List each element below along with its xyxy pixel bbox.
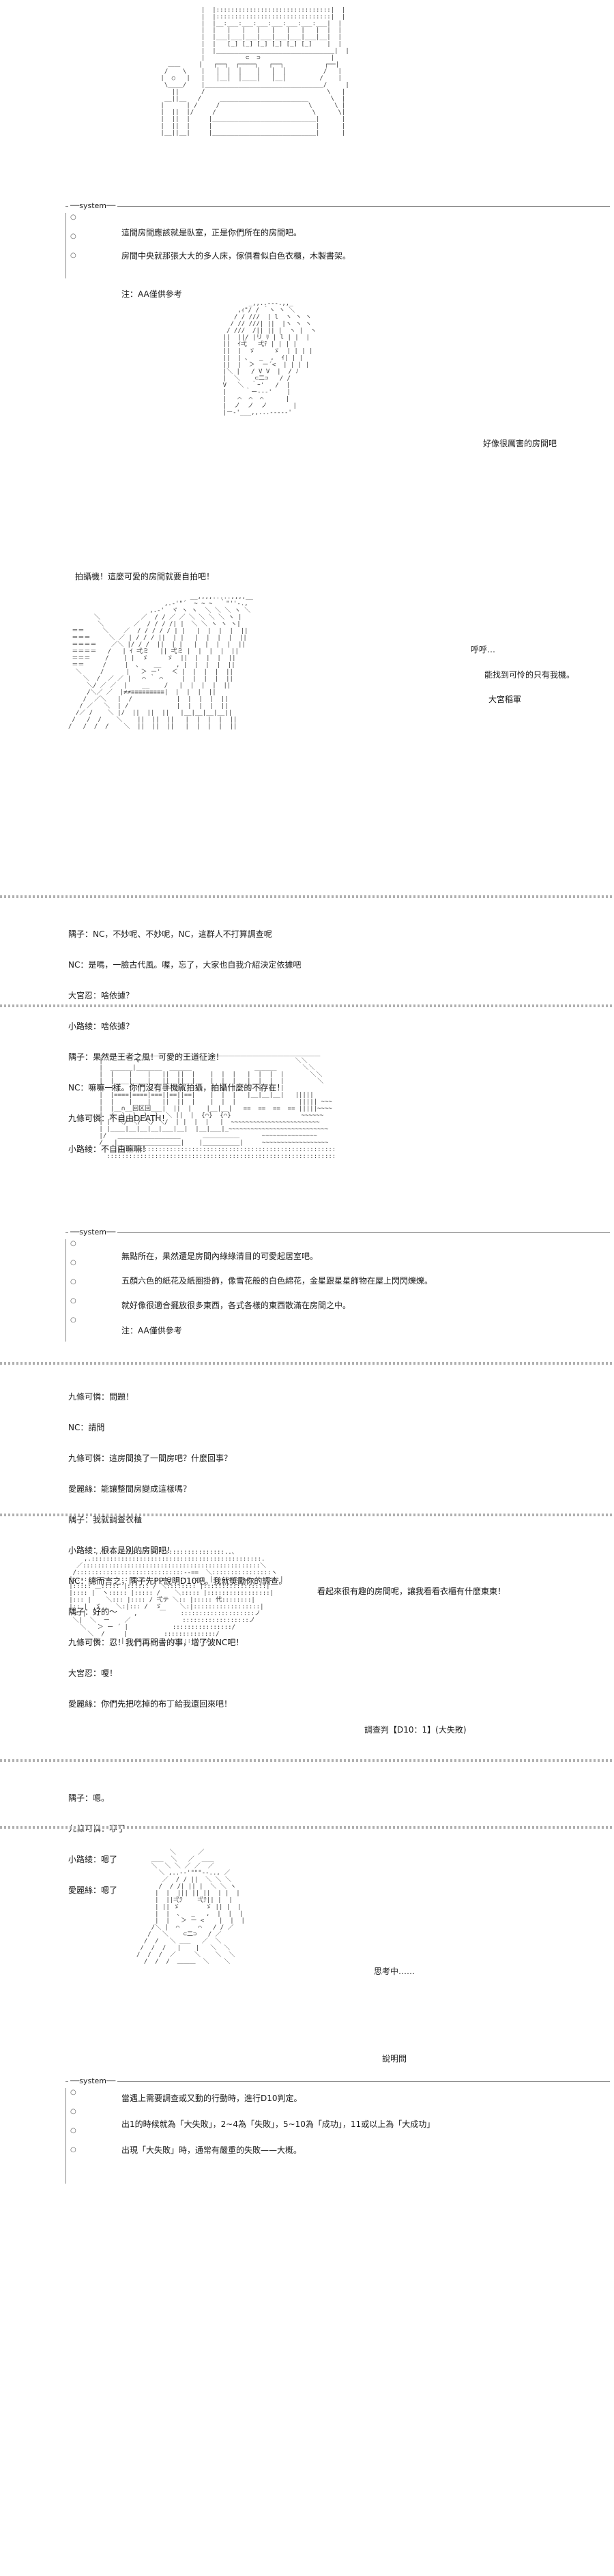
dialog-line: 愛麗絲：你們先把吃掉的布丁給我還回來吧！: [68, 1699, 233, 1709]
system-line: 五顏六色的紙花及紙圈掛飾，像雪花般的白色綿花，金星跟星星飾物在屋上閃閃爍爍。: [121, 1276, 433, 1286]
section-divider: [0, 1514, 614, 1516]
system-line: 出現「大失敗」時，通常有嚴重的失敗——大概。: [121, 2145, 302, 2155]
ascii-art-character-4: ＼ ／ ＿＿ ＼ ／ ＿＿ ＼ ＼ ＼ ／ ／ ／ ＼ ,..--'"""--.…: [136, 1849, 245, 1965]
system-line: 這間房間應該就是臥室，正是你們所在的房間吧。: [121, 228, 302, 237]
caption-sfx: 呼呼…: [471, 645, 496, 654]
section-divider: [0, 1759, 614, 1762]
dialog-line: 隅子：果然是王者之風！可愛的王道征途！: [68, 1052, 224, 1062]
system-line: 當遇上需要調查或又動的行動時，進行D10判定。: [121, 2094, 302, 2103]
row-marker: ○: [70, 1240, 76, 1247]
system-side-markers: ○ ○ ○ ○ ○: [65, 1239, 76, 1342]
system-side-markers: ○ ○ ○ ○: [65, 2088, 76, 2184]
row-marker: ○: [70, 2089, 76, 2096]
dialog-line: 小路綾：嗯了: [68, 1855, 118, 1864]
dialog-line: 九條可憐：這房間換了一間房吧？什麼回事？: [68, 1453, 233, 1463]
caption-inner: 能找到可怜的只有我機。: [484, 670, 575, 680]
caption-right: 好像很厲害的房間吧: [483, 439, 557, 448]
dialog-line: NC：請問: [68, 1423, 105, 1432]
system-box-1: ──system──: [65, 201, 610, 280]
dice-result: 調查判【D10：1】(大失敗): [364, 1725, 467, 1735]
dialog-line: 隅子：好的～: [68, 1607, 118, 1617]
system-note: 注：AA僅供參考: [121, 1326, 182, 1335]
row-marker: ○: [70, 252, 76, 259]
caption-right: 看起來很有趣的房間呢，讓我看看衣櫃有什麼東東！: [317, 1587, 506, 1596]
dialog-line: 隅子：我就調查衣櫃: [68, 1515, 143, 1524]
section-divider: [0, 1826, 614, 1829]
caption-name: 大宮稲軍: [488, 695, 522, 704]
dialog-line: 大宮忍：啥依據？: [68, 991, 134, 1000]
ascii-art-living-room: ＿＿＿＿＿＿＿＿＿＿＿＿＿＿＿＿＿＿＿＿＿＿＿＿＿＿＿＿＿＿＿＿＿＿＿＿ | ▽…: [99, 1051, 336, 1160]
system-header: ──system──: [68, 201, 118, 210]
system-line: 就好像很適合擺放很多東西，各式各樣的東西散滿在房間之中。: [121, 1301, 351, 1310]
system-side-markers: ○ ○ ○: [65, 213, 76, 278]
dialog-line: 大宮忍：嗄！: [68, 1668, 118, 1678]
dialog-line: 隅子：嗯。: [68, 1793, 110, 1803]
dialog-line: 小路綾：啥依據？: [68, 1022, 134, 1031]
dialog-line: 九條可憐：忍！我們再問書的事，增了波NC吧！: [68, 1638, 244, 1647]
row-marker: ○: [70, 233, 76, 240]
ascii-art-bedroom: | |:::::::::::::::::::::::::::::::| | | …: [160, 7, 349, 136]
row-marker: ○: [70, 1316, 76, 1324]
dialog-line: 愛麗絲：能讓整間房變成這樣嗎？: [68, 1484, 192, 1494]
system-line: 無點所在，果然還是房間內綠綠清目的可愛起居室吧。: [121, 1251, 319, 1261]
row-marker: ○: [70, 1278, 76, 1286]
system-note: 注：AA僅供參考: [121, 289, 182, 299]
row-marker: ○: [70, 2127, 76, 2134]
system-line: 出1的時候就為「大失敗」，2~4為「失敗」，5~10為「成功」，11或以上為「大…: [121, 2119, 435, 2129]
system-header: ──system──: [68, 2076, 118, 2085]
dialog-line: 小路綾：根本是別的房間吧！: [68, 1546, 175, 1555]
system-box-3: ──system──: [65, 2076, 610, 2184]
dialog-line: NC：總而言之，隅子先PP說明D10吧。我就獎勵你的調查。: [68, 1576, 287, 1586]
ascii-art-character-3: ,.:":::::::::::::::::::::::::::::::..、 ,…: [69, 1549, 284, 1645]
dialog-line: 隅子：NC，不妙呢、不妙呢，NC，這群人不打算調查呢: [68, 929, 272, 939]
section-divider: [0, 895, 614, 898]
row-marker: ○: [70, 2108, 76, 2115]
row-marker: ○: [70, 214, 76, 221]
dialog-line: 愛麗絲：嗯了: [68, 1885, 118, 1895]
ascii-art-character-2: __,,,,.....,,,,__ ,.-'"´ ~ ~ ~ ｀"''-., ,…: [68, 594, 253, 730]
dialog-line: NC：嘛嘛一樣。你們沒有手機就拍攝，拍攝什麼的不存在！: [68, 1083, 285, 1092]
row-marker: ○: [70, 1297, 76, 1305]
ascii-art-character-1: _,,..---.,,_ ,ｨ"/ / ｀ヽ ヽ ＼ / / /// | l ヽ…: [222, 300, 317, 416]
caption-think: 思考中……: [374, 1967, 415, 1976]
dialog-line: 小路綾：不自由嘛嘛！: [68, 1144, 151, 1154]
dialog-line: 九條可憐：不自由DEATH！: [68, 1114, 170, 1123]
row-marker: ○: [70, 2146, 76, 2154]
caption-left: 拍攝機！這麼可愛的房間就要自拍吧！: [75, 572, 215, 581]
dialog-line: 九條可憐：問題！: [68, 1392, 134, 1402]
section-divider: [0, 1362, 614, 1365]
dialog-block-1: 隅子：NC，不妙呢、不妙呢，NC，這群人不打算調查呢 NC：是嗎，一臉古代風。喔…: [68, 909, 478, 1165]
caption-note: 說明問: [382, 2054, 407, 2064]
system-line: 房間中央就那張大大的多人床，傢俱看似白色衣櫃，木製書架。: [121, 251, 351, 261]
dialog-block-2: 九條可憐：問題！ NC：請問 九條可憐：這房間換了一間房吧？什麼回事？ 愛麗絲：…: [68, 1372, 478, 1720]
system-box-2: ──system──: [65, 1228, 610, 1342]
system-header: ──system──: [68, 1228, 118, 1236]
row-marker: ○: [70, 1259, 76, 1267]
dialog-line: NC：是嗎，一臉古代風。喔，忘了，大家也自我介紹決定依據吧: [68, 960, 302, 970]
section-divider: [0, 1004, 614, 1007]
